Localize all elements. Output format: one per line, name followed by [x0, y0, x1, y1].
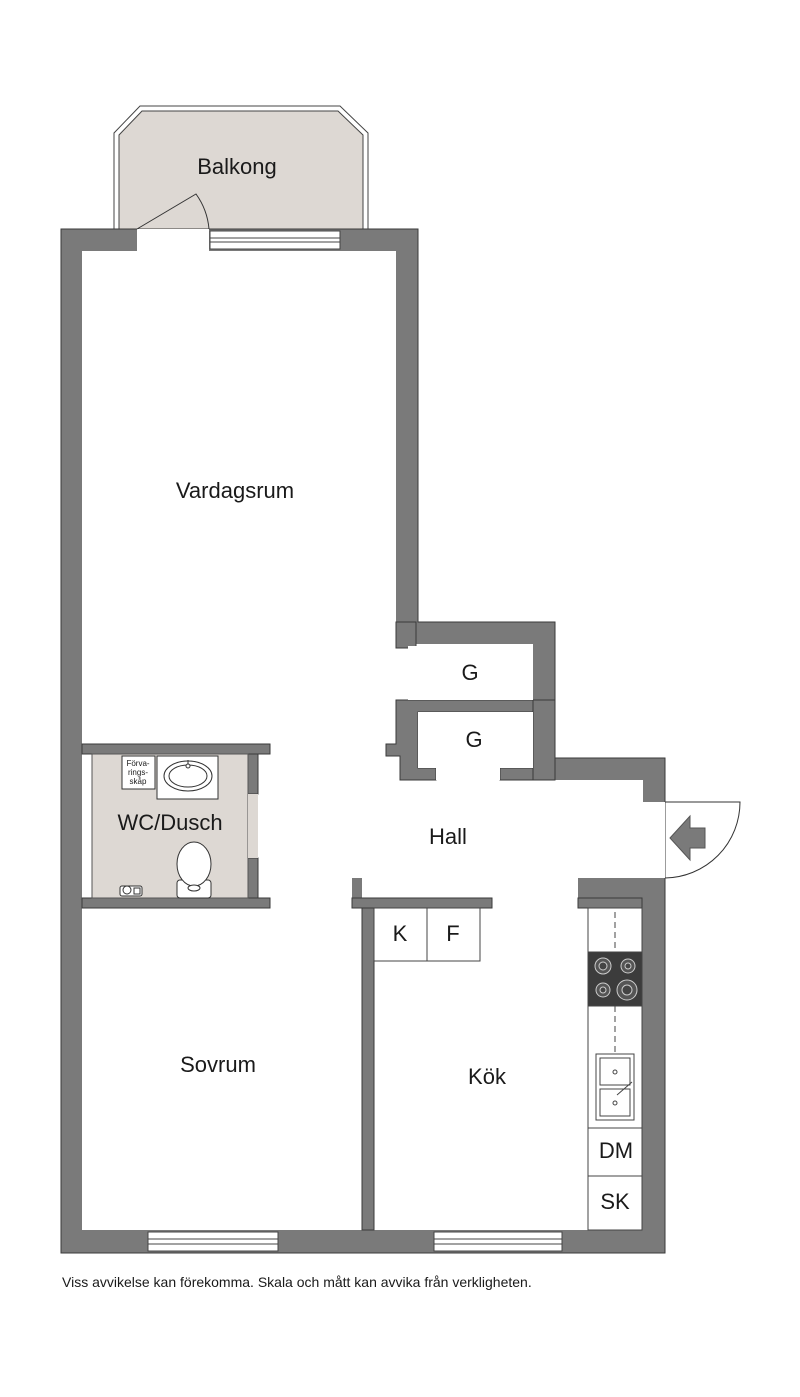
label-kok: Kök: [468, 1064, 507, 1089]
label-hall: Hall: [429, 824, 467, 849]
room-labels: Balkong Vardagsrum G G WC/Dusch Hall Sov…: [117, 154, 507, 1089]
window-sovrum: [147, 1231, 279, 1252]
entrance-door: [643, 801, 741, 879]
label-storage-1: Förva-: [126, 759, 149, 768]
stove-icon: [587, 951, 643, 1007]
label-garderob-2: G: [465, 727, 482, 752]
label-sovrum: Sovrum: [180, 1052, 256, 1077]
label-frys: F: [446, 921, 459, 946]
balcony-door: [136, 193, 210, 251]
label-balkong: Balkong: [197, 154, 277, 179]
windows: [147, 230, 563, 1252]
label-kyl: K: [393, 921, 408, 946]
wc-fixtures: [119, 755, 219, 899]
washing-machine-icon: [119, 885, 143, 897]
label-wc-dusch: WC/Dusch: [117, 810, 222, 835]
label-diskmaskin: DM: [599, 1138, 633, 1163]
fixture-labels: Förva- rings- skåp K F DM SK: [126, 759, 633, 1214]
label-vardagsrum: Vardagsrum: [176, 478, 294, 503]
toilet-icon: [176, 841, 212, 899]
entrance-arrow-icon: [669, 814, 706, 862]
window-vardagsrum: [209, 230, 341, 250]
fridge-freezer: [373, 907, 481, 962]
closet-floors: [408, 646, 533, 780]
disclaimer-text: Viss avvikelse kan förekomma. Skala och …: [62, 1274, 532, 1290]
label-skap: SK: [600, 1189, 630, 1214]
label-storage-3: skåp: [130, 777, 147, 786]
interior-walls: [81, 621, 643, 1231]
window-kok: [433, 1231, 563, 1252]
label-garderob-1: G: [461, 660, 478, 685]
freezer: [426, 907, 481, 962]
label-storage-2: rings-: [128, 768, 148, 777]
storage-cabinet: [121, 755, 156, 790]
sink-icon: [595, 1053, 635, 1121]
kitchen-counter: [587, 907, 643, 1231]
